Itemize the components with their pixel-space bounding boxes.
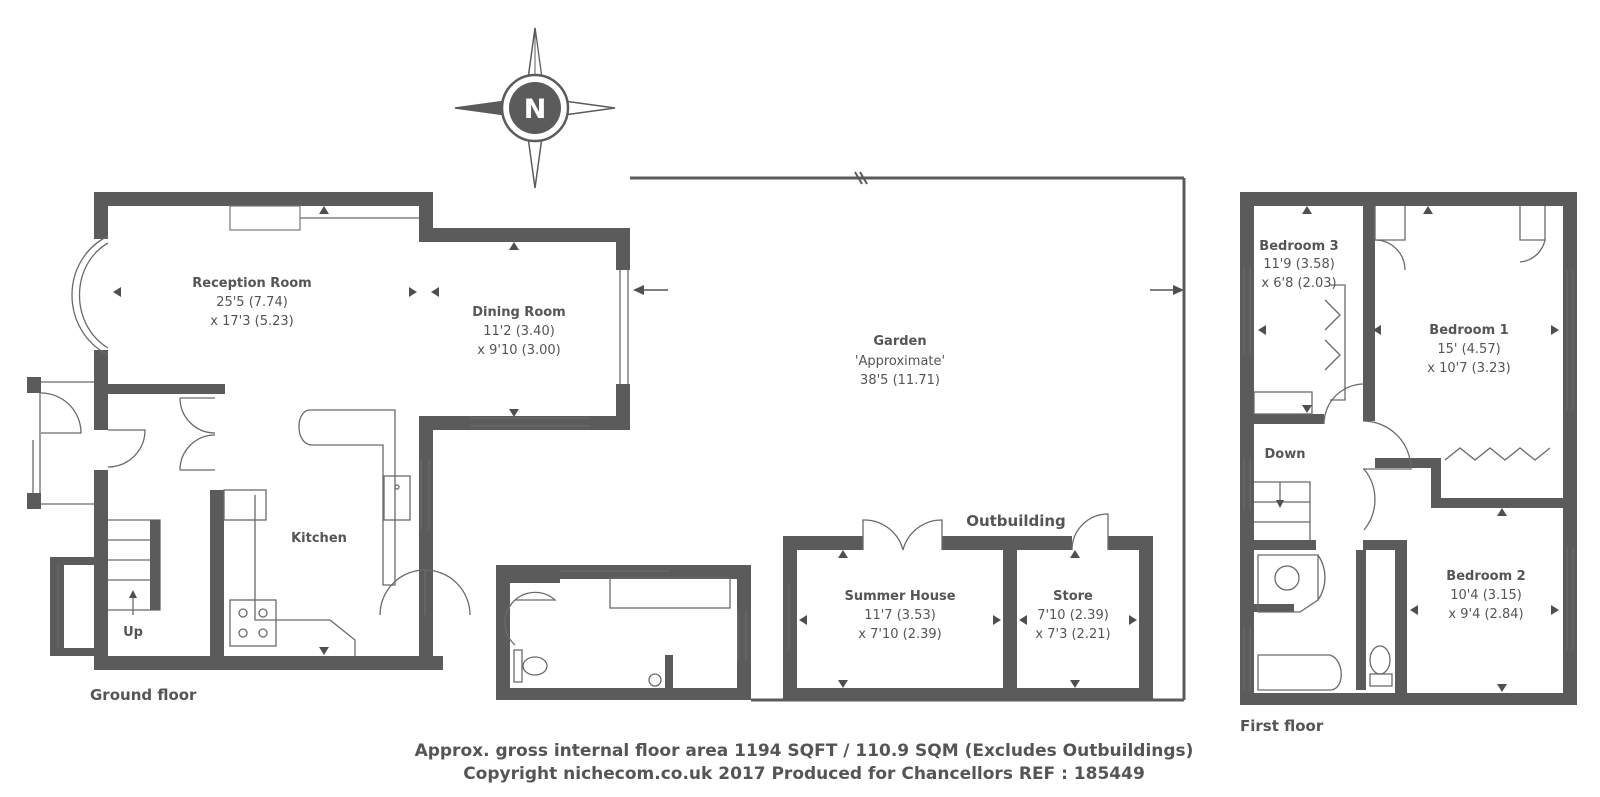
reception-room-dim2: x 17'3 (5.23)	[210, 314, 293, 329]
summer-house-dim1: 11'7 (3.53)	[864, 608, 936, 623]
store-dim1: 7'10 (2.39)	[1037, 608, 1109, 623]
compass-letter: N	[524, 94, 547, 125]
outbuilding-label: Outbuilding	[966, 512, 1066, 530]
bedroom2-dim2: x 9'4 (2.84)	[1448, 607, 1523, 622]
summer-house-name: Summer House	[844, 589, 955, 604]
first-floor-label: First floor	[1240, 717, 1324, 735]
footer-area-text: Approx. gross internal floor area 1194 S…	[415, 741, 1194, 761]
bedroom2-name: Bedroom 2	[1446, 569, 1525, 584]
outbuilding-walls	[783, 513, 1153, 700]
garden-note: 'Approximate'	[855, 354, 945, 369]
kitchen-name: Kitchen	[291, 531, 347, 546]
store-name: Store	[1053, 589, 1093, 604]
dining-room-dim1: 11'2 (3.40)	[483, 324, 555, 339]
first-floor-dimension-markers	[1258, 206, 1559, 692]
bedroom1-dim2: x 10'7 (3.23)	[1427, 361, 1510, 376]
ground-floor-walls	[27, 192, 630, 670]
bedroom3-dim1: 11'9 (3.58)	[1263, 257, 1335, 272]
store-dim2: x 7'3 (2.21)	[1035, 627, 1110, 642]
utility-block	[496, 565, 751, 700]
stairs-up-label: Up	[123, 625, 143, 640]
bedroom1-dim1: 15' (4.57)	[1437, 342, 1500, 357]
ground-floor-windows	[32, 205, 629, 656]
reception-room-dim1: 25'5 (7.74)	[216, 295, 288, 310]
garden-dim: 38'5 (11.71)	[860, 373, 940, 388]
garden-name: Garden	[873, 334, 926, 349]
stairs-down-label: Down	[1265, 447, 1306, 462]
dining-room-dim2: x 9'10 (3.00)	[477, 343, 560, 358]
first-floor-fittings	[1243, 206, 1574, 691]
bedroom1-name: Bedroom 1	[1429, 323, 1508, 338]
footer-copyright-text: Copyright nichecom.co.uk 2017 Produced f…	[463, 764, 1145, 784]
ground-floor-label: Ground floor	[90, 686, 197, 704]
bedroom3-name: Bedroom 3	[1259, 239, 1338, 254]
reception-room-name: Reception Room	[192, 276, 311, 291]
arrow-icons	[633, 285, 1184, 295]
dining-room-name: Dining Room	[472, 305, 565, 320]
summer-house-dim2: x 7'10 (2.39)	[858, 627, 941, 642]
dimension-markers	[113, 206, 1137, 688]
compass-icon: N	[454, 27, 616, 189]
bedroom3-dim2: x 6'8 (2.03)	[1261, 276, 1336, 291]
bedroom2-dim1: 10'4 (3.15)	[1450, 588, 1522, 603]
